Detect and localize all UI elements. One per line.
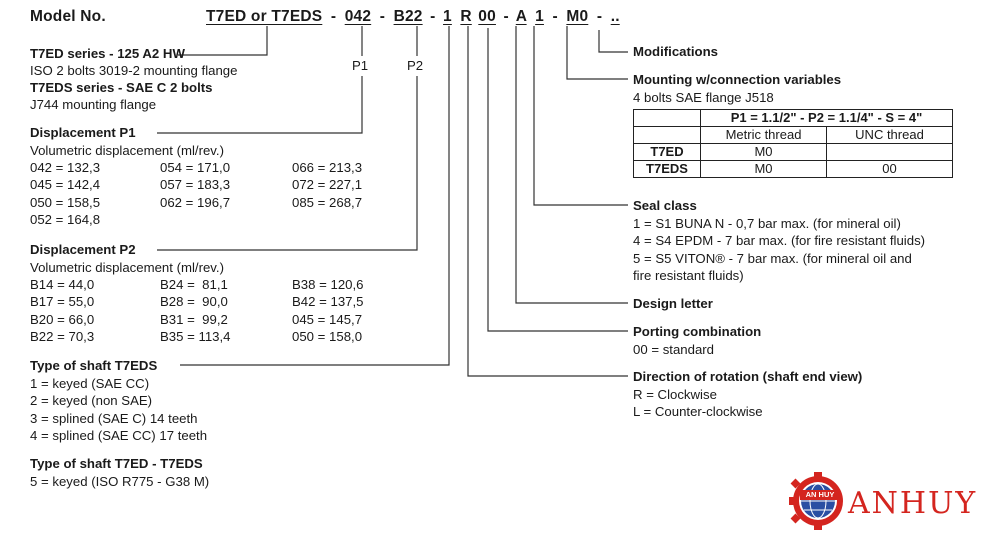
p2-value: B20 = 66,0: [30, 311, 95, 327]
p1-value: 050 = 158,5: [30, 194, 101, 210]
shaft-item: 2 = keyed (non SAE): [30, 393, 153, 408]
t7ed-series-desc: ISO 2 bolts 3019-2 mounting flange: [30, 63, 238, 78]
displacement-p1-subtitle: Volumetric displacement (ml/rev.): [30, 143, 224, 158]
shaft-item: 1 = keyed (SAE CC): [30, 376, 150, 391]
porting-item: 00 = standard: [633, 342, 715, 357]
cell-metric: M0: [700, 143, 827, 161]
t7eds-series-title: T7EDS series - SAE C 2 bolts: [30, 80, 213, 95]
code-dash: -: [503, 8, 509, 25]
p1-value: 057 = 183,3: [160, 177, 231, 193]
code-dash: -: [430, 8, 436, 25]
brand-name: ANHUY: [848, 486, 978, 521]
displacement-p1-values: 042 = 132,3 054 = 171,0 066 = 213,3 045 …: [30, 159, 402, 228]
model-code: T7ED or T7EDS - 042 - B22 - 1 R 00 - A 1…: [206, 8, 620, 26]
code-p1: 042: [344, 8, 372, 25]
shaft-t7ed-t7eds-title: Type of shaft T7ED - T7EDS: [30, 456, 203, 471]
design-letter-title: Design letter: [633, 296, 713, 311]
seal-class-title: Seal class: [633, 198, 697, 213]
p2-value: B28 = 90,0: [160, 294, 228, 310]
seal-item: 5 = S5 VITON® - 7 bar max. (for mineral …: [633, 251, 912, 266]
seal-item: fire resistant fluids): [633, 268, 744, 283]
row-label: T7EDS: [633, 160, 701, 178]
seal-item: 1 = S1 BUNA N - 0,7 bar max. (for minera…: [633, 216, 901, 231]
p2-tag: P2: [407, 58, 424, 73]
shaft-item: 5 = keyed (ISO R775 - G38 M): [30, 474, 210, 489]
seal-item: 4 = S4 EPDM - 7 bar max. (for fire resis…: [633, 233, 926, 248]
logo-badge-text: AN HUY: [805, 490, 835, 499]
mounting-table: P1 = 1.1/2" - P2 = 1.1/4" - S = 4" Metri…: [633, 109, 953, 178]
code-design: A: [515, 8, 527, 25]
p1-tag: P1: [352, 58, 369, 73]
cell-unc: [826, 143, 953, 161]
shaft-t7eds-title: Type of shaft T7EDS: [30, 358, 158, 373]
model-label: Model No.: [30, 8, 106, 25]
table-row: T7ED M0: [633, 143, 953, 161]
p2-value: B24 = 81,1: [160, 277, 228, 292]
code-modifications: ..: [610, 8, 620, 25]
code-mounting: M0: [566, 8, 589, 25]
code-dash: -: [552, 8, 558, 25]
displacement-p2-subtitle: Volumetric displacement (ml/rev.): [30, 260, 224, 275]
code-rotation: R: [460, 8, 472, 25]
rotation-item: R = Clockwise: [633, 387, 717, 402]
p1-value: 054 = 171,0: [160, 160, 231, 175]
p1-value: 052 = 164,8: [30, 211, 101, 227]
p1-value: 062 = 196,7: [160, 194, 231, 210]
gear-globe-icon: [789, 472, 843, 530]
t7eds-series-desc: J744 mounting flange: [30, 97, 157, 112]
table-row: T7EDS M0 00: [633, 160, 953, 178]
p2-value: B31 = 99,2: [160, 311, 228, 327]
cell-metric: M0: [700, 160, 827, 178]
rotation-title: Direction of rotation (shaft end view): [633, 369, 863, 384]
p2-value: B14 = 44,0: [30, 277, 95, 292]
displacement-p1-title: Displacement P1: [30, 125, 136, 140]
mounting-subtitle: 4 bolts SAE flange J518: [633, 90, 774, 105]
code-dash: -: [330, 8, 337, 25]
t7ed-series-title: T7ED series - 125 A2 HW: [30, 46, 185, 61]
code-dash: -: [379, 8, 386, 25]
p2-value: B42 = 137,5: [292, 294, 364, 310]
p1-value: 066 = 213,3: [292, 160, 363, 175]
shaft-item: 4 = splined (SAE CC) 17 teeth: [30, 428, 208, 443]
code-porting: 00: [478, 8, 496, 25]
cell-unc: 00: [826, 160, 953, 178]
displacement-p2-title: Displacement P2: [30, 242, 136, 257]
mounting-title: Mounting w/connection variables: [633, 72, 842, 87]
code-series: T7ED or T7EDS: [206, 8, 323, 25]
p2-value: B35 = 113,4: [160, 328, 231, 344]
rotation-item: L = Counter-clockwise: [633, 404, 763, 419]
mounting-table-header: P1 = 1.1/2" - P2 = 1.1/4" - S = 4": [700, 109, 953, 127]
porting-title: Porting combination: [633, 324, 762, 339]
p2-value: 045 = 145,7: [292, 311, 363, 327]
code-p2: B22: [393, 8, 423, 25]
logo: AN HUY: [784, 470, 854, 532]
p2-value: B38 = 120,6: [292, 277, 364, 292]
modifications-title: Modifications: [633, 44, 718, 59]
displacement-p2-values: B14 = 44,0 B24 = 81,1 B38 = 120,6 B17 = …: [30, 276, 402, 345]
p1-value: 085 = 268,7: [292, 194, 363, 210]
code-dash: -: [596, 8, 603, 25]
code-seal: 1: [535, 8, 544, 25]
code-shaft: 1: [443, 8, 452, 25]
col-metric: Metric thread: [700, 126, 827, 144]
p2-value: B17 = 55,0: [30, 294, 95, 310]
shaft-item: 3 = splined (SAE C) 14 teeth: [30, 411, 198, 426]
p1-value: 045 = 142,4: [30, 177, 101, 193]
p2-value: B22 = 70,3: [30, 328, 95, 344]
p1-value: 072 = 227,1: [292, 177, 363, 193]
p2-value: 050 = 158,0: [292, 328, 363, 344]
p1-value: 042 = 132,3: [30, 160, 101, 175]
col-unc: UNC thread: [826, 126, 953, 144]
row-label: T7ED: [633, 143, 701, 161]
